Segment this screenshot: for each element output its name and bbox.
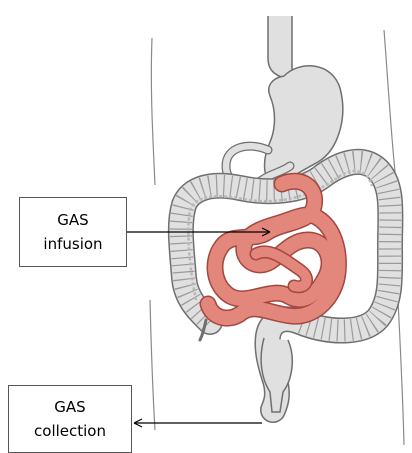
gas-infusion-label-line1: GAS	[57, 208, 88, 232]
gas-infusion-label-line2: infusion	[43, 232, 102, 256]
gas-collection-label-line1: GAS	[54, 395, 85, 419]
gas-collection-label: GAS collection	[8, 385, 132, 453]
gas-infusion-label: GAS infusion	[19, 197, 127, 267]
arrow-left-icon	[134, 419, 262, 427]
esophagus	[268, 16, 292, 80]
gas-collection-label-line2: collection	[34, 419, 106, 443]
